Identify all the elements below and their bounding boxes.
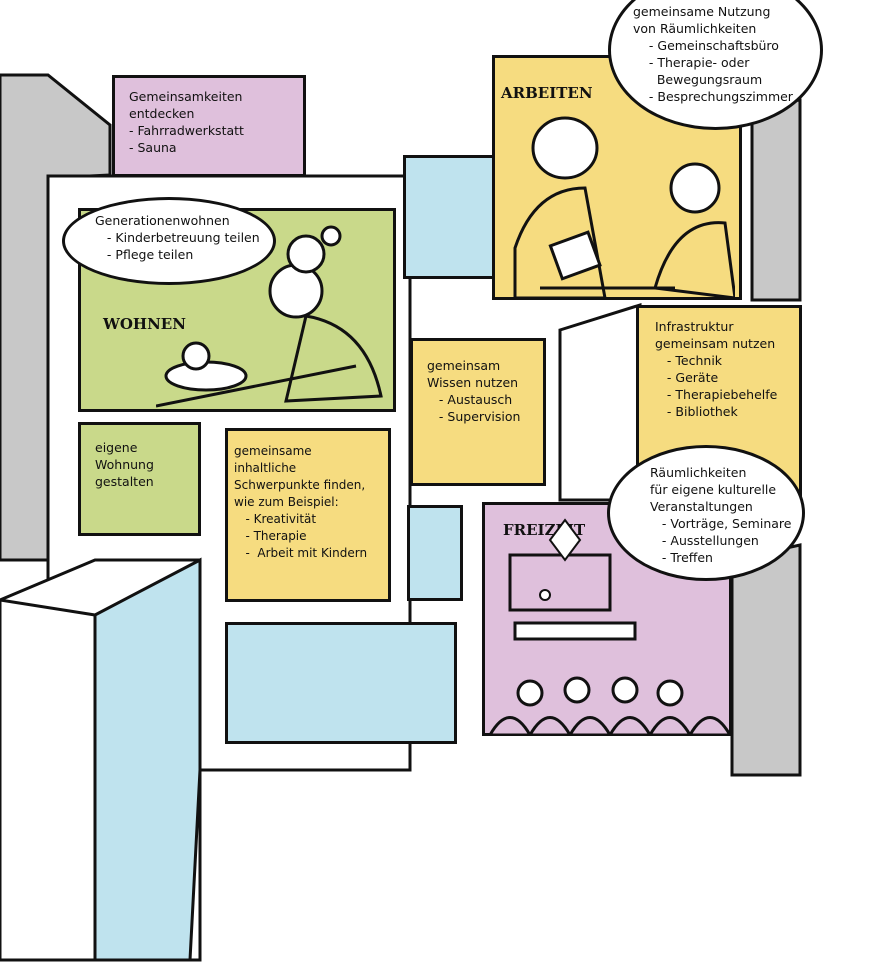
text-line: inhaltliche	[234, 461, 297, 475]
text-line: - Kinderbetreuung teilen	[95, 230, 260, 245]
bottom-left-blue-side	[93, 557, 202, 962]
text-line: - Treffen	[650, 550, 713, 565]
text-line: - Therapiebehelfe	[655, 387, 778, 402]
right-gray-wall-top	[750, 98, 802, 302]
text-line: - Kreativität	[234, 512, 317, 526]
text-line: von Räumlichkeiten	[633, 21, 757, 36]
right-gray-wall-bottom	[730, 543, 802, 777]
text-line: Veranstaltungen	[650, 499, 753, 514]
blue-window-top	[403, 155, 495, 279]
text-line: Schwerpunkte finden,	[234, 478, 366, 492]
blue-window-middle	[407, 505, 463, 601]
text-line: gemeinsame Nutzung	[633, 4, 771, 19]
speech-bubble-raeume: gemeinsame Nutzung von Räumlichkeiten - G…	[608, 0, 823, 130]
text-line: Wissen nutzen	[427, 375, 519, 390]
text-line: Bewegungsraum	[633, 72, 763, 87]
text-line: - Sauna	[129, 140, 177, 155]
text-line: - Austausch	[427, 392, 513, 407]
text-line: - Therapie- oder	[633, 55, 750, 70]
text-line: - Vorträge, Seminare	[650, 516, 792, 531]
text-line: gestalten	[95, 474, 154, 489]
gemeinsamkeiten-text: Gemeinsamkeiten entdecken - Fahrradwerksta…	[129, 88, 244, 156]
two-people-working-drawing	[513, 116, 735, 298]
text-line: - Besprechungszimmer	[633, 89, 793, 104]
text-line: Generationenwohnen	[95, 213, 230, 228]
box-gemeinsamkeiten: Gemeinsamkeiten entdecken - Fahrradwerksta…	[112, 75, 306, 177]
arbeiten-title: ARBEITEN	[501, 84, 593, 102]
text-line: eigene	[95, 440, 138, 455]
text-line: - Ausstellungen	[650, 533, 759, 548]
lecture-hall-drawing	[488, 518, 730, 735]
text-line: wie zum Beispiel:	[234, 495, 339, 509]
text-line: Räumlichkeiten	[650, 465, 747, 480]
text-line: gemeinsame	[234, 444, 312, 458]
divider	[0, 598, 96, 617]
text-line: Wohnung	[95, 457, 154, 472]
text-line: - Arbeit mit Kindern	[234, 546, 368, 560]
text-line: - Technik	[655, 353, 723, 368]
text-line: - Fahrradwerkstatt	[129, 123, 244, 138]
speech-bubble-generationen: Generationenwohnen - Kinderbetreuung tei…	[62, 197, 276, 285]
text-line: gemeinsam nutzen	[655, 336, 776, 351]
text-line: gemeinsam	[427, 358, 501, 373]
text-line: Infrastruktur	[655, 319, 734, 334]
text-line: - Bibliothek	[655, 404, 738, 419]
wohnen-title: WOHNEN	[103, 315, 186, 333]
blue-window-bottom	[225, 622, 457, 744]
text-line: entdecken	[129, 106, 195, 121]
box-freizeit: FREIZEIT	[482, 502, 732, 736]
text-line: - Gemeinschaftsbüro	[633, 38, 779, 53]
text-line: - Therapie	[234, 529, 307, 543]
text-line: für eigene kulturelle	[650, 482, 777, 497]
text-line: - Pflege teilen	[95, 247, 194, 262]
text-line: Gemeinsamkeiten	[129, 89, 243, 104]
text-line: - Geräte	[655, 370, 719, 385]
caregiver-with-baby-drawing	[156, 225, 383, 408]
text-line: - Supervision	[427, 409, 521, 424]
